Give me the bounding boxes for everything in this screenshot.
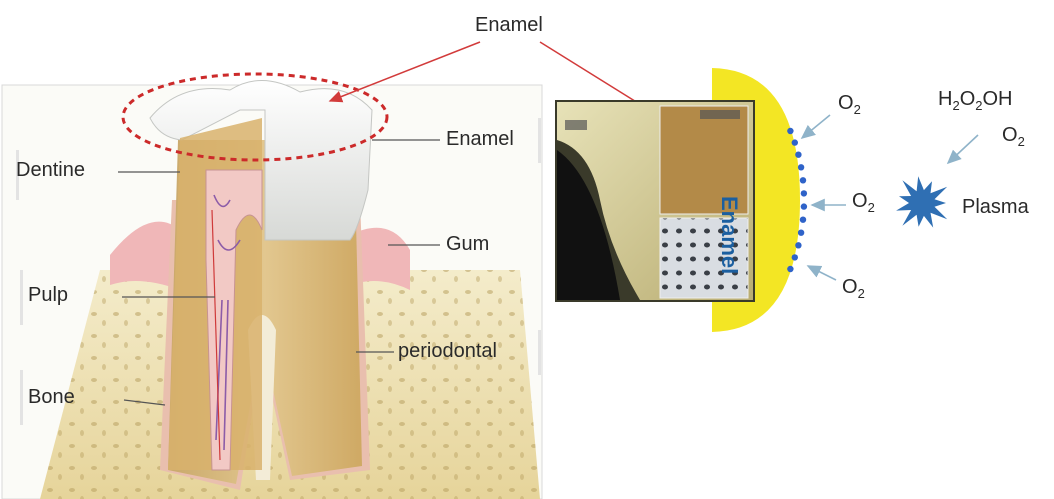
o2-arrow-bottom: [808, 266, 836, 280]
oxygen-dot: [801, 203, 807, 209]
oxygen-dot: [795, 152, 801, 158]
label-enamel: Enamel: [446, 128, 514, 151]
title-enamel: Enamel: [475, 14, 543, 37]
plasma-panel: [555, 68, 978, 332]
plasma-star-icon: [896, 176, 947, 227]
label-plasma: Plasma: [962, 196, 1029, 219]
o2-arrow-top: [802, 115, 830, 138]
label-h2o2-oh: H2O2OH: [938, 88, 1012, 113]
reactive-species-arrow: [948, 135, 978, 163]
label-pulp: Pulp: [28, 284, 68, 307]
oxygen-dot: [801, 190, 807, 196]
micrograph-scale-tag-left: [565, 120, 587, 130]
label-o2-right: O2: [1002, 124, 1025, 149]
oxygen-dot: [792, 139, 798, 145]
label-periodontal: periodontal: [398, 340, 497, 363]
oxygen-dot: [800, 217, 806, 223]
micrograph-scale-tag-right: [700, 110, 740, 119]
label-o2-top: O2: [838, 92, 861, 117]
label-o2-middle: O2: [852, 190, 875, 215]
label-bar-periodontal: [538, 330, 541, 375]
label-enamel-vertical: Enamel: [716, 196, 742, 274]
oxygen-dot: [787, 128, 793, 134]
label-bar-bone: [20, 370, 23, 425]
label-gum: Gum: [446, 233, 489, 256]
label-bar-enamel: [538, 118, 541, 163]
label-dentine: Dentine: [16, 159, 85, 182]
oxygen-dot: [798, 164, 804, 170]
oxygen-dot: [800, 177, 806, 183]
oxygen-dot: [792, 254, 798, 260]
label-bone: Bone: [28, 386, 75, 409]
label-bar-pulp: [20, 270, 23, 325]
oxygen-dot: [787, 266, 793, 272]
oxygen-dot: [795, 242, 801, 248]
oxygen-dot: [798, 230, 804, 236]
label-o2-bottom: O2: [842, 276, 865, 301]
